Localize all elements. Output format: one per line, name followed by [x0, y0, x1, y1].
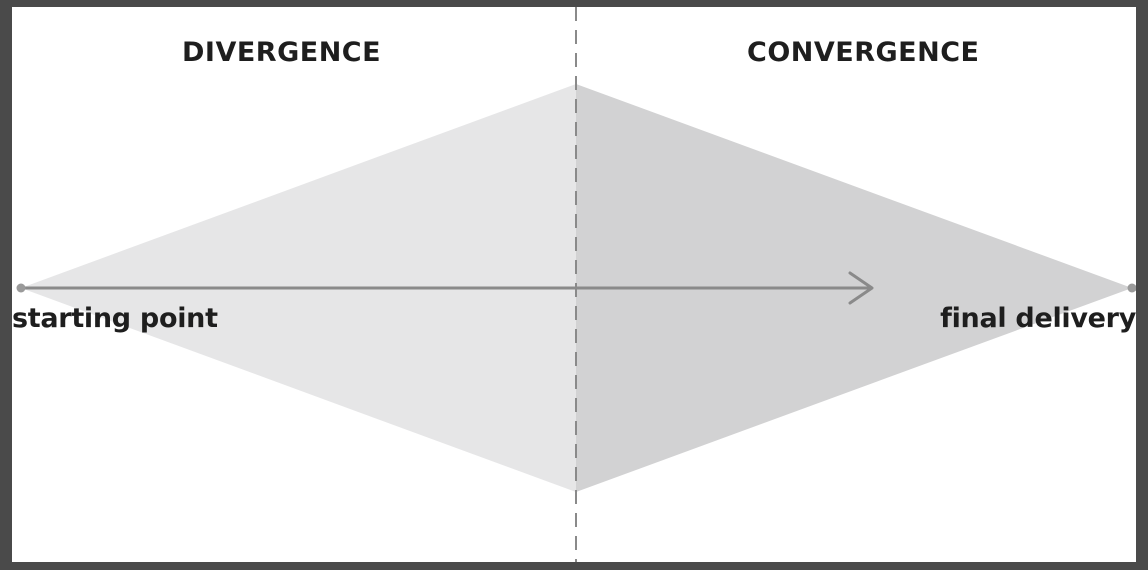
arrow-head-icon: [848, 271, 874, 305]
starting-point-label: starting point: [12, 303, 218, 334]
final-delivery-label: final delivery: [940, 303, 1136, 334]
divergence-heading: DIVERGENCE: [182, 37, 382, 68]
start-point-dot: [16, 283, 26, 293]
diagram-canvas: DIVERGENCE CONVERGENCE starting point fi…: [12, 7, 1136, 562]
diamond-diagram: [16, 7, 1136, 562]
end-point-dot: [1127, 283, 1136, 293]
convergence-heading: CONVERGENCE: [747, 37, 980, 68]
